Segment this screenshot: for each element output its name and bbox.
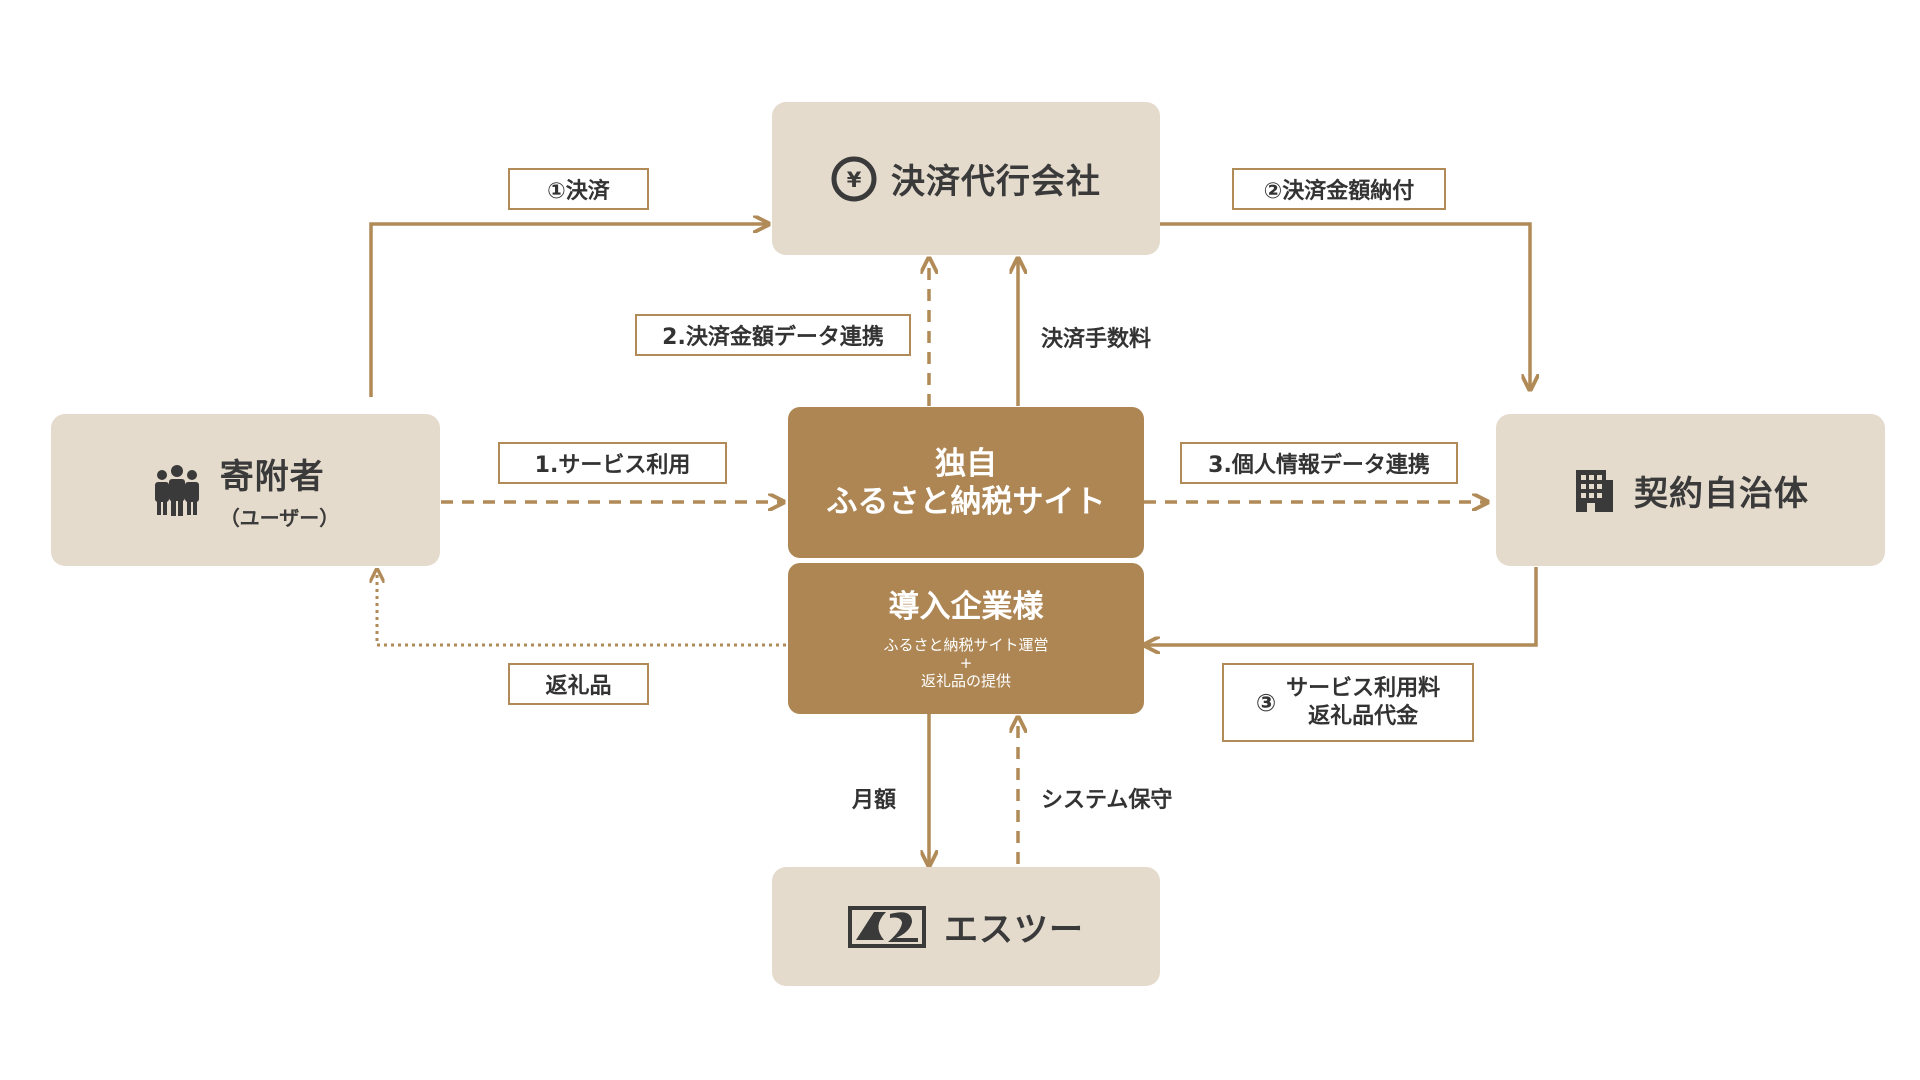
node-payment-agent: ¥ 決済代行会社 — [772, 102, 1160, 255]
fee-line2: 返礼品代金 — [1308, 703, 1419, 729]
donor-title: 寄附者 — [219, 457, 325, 497]
donor-subtitle: （ユーザー） — [219, 506, 340, 530]
municipality-title: 契約自治体 — [1634, 473, 1809, 514]
people-group-icon — [152, 463, 202, 517]
label-payment-amount-remit: ②決済金額納付 — [1232, 168, 1446, 210]
label-return-gift: 返礼品 — [508, 663, 649, 705]
label-system-maintenance: システム保守 — [1041, 788, 1173, 813]
node-municipality: 契約自治体 — [1496, 414, 1885, 566]
label-service-use: 1.サービス利用 — [498, 442, 727, 484]
node-donor: 寄附者 （ユーザー） — [51, 414, 440, 566]
label-payment-fee: 決済手数料 — [1041, 327, 1152, 352]
label-payment: ①決済 — [508, 168, 649, 210]
label-service-fee-box: ③ サービス利用料 返礼品代金 — [1222, 663, 1474, 742]
s2-title: エスツー — [944, 910, 1084, 950]
svg-text:¥: ¥ — [847, 168, 862, 192]
arrow-company-to-donor-gift — [377, 571, 786, 647]
node-s2: エスツー — [772, 867, 1160, 986]
building-icon — [1572, 466, 1616, 514]
company-sub3: 返礼品の提供 — [920, 671, 1011, 690]
company-sub2: + — [959, 653, 973, 672]
yen-coin-icon: ¥ — [831, 156, 877, 202]
arrow-payment-agent-to-municipality — [1160, 222, 1530, 388]
arrow-donor-to-payment-agent — [369, 224, 767, 397]
label-monthly: 月額 — [852, 788, 897, 813]
site-line2: ふるさと納税サイト — [826, 483, 1106, 520]
s2-logo-icon — [848, 905, 926, 948]
donor-text: 寄附者 （ユーザー） — [220, 449, 340, 531]
fee-line1: サービス利用料 — [1286, 675, 1441, 701]
payment-agent-title: 決済代行会社 — [891, 162, 1101, 202]
site-line1: 独自 — [935, 445, 997, 482]
fee-number: ③ — [1255, 688, 1277, 717]
company-title: 導入企業様 — [888, 588, 1044, 625]
label-personal-data-link: 3.個人情報データ連携 — [1180, 442, 1458, 484]
node-original-site: 独自 ふるさと納税サイト — [788, 407, 1144, 558]
arrow-municipality-to-company — [1146, 567, 1538, 645]
company-sub1: ふるさと納税サイト運営 — [883, 635, 1049, 654]
node-client-company: 導入企業様 ふるさと納税サイト運営 + 返礼品の提供 — [788, 563, 1144, 714]
label-payment-data-link: 2.決済金額データ連携 — [635, 314, 911, 356]
